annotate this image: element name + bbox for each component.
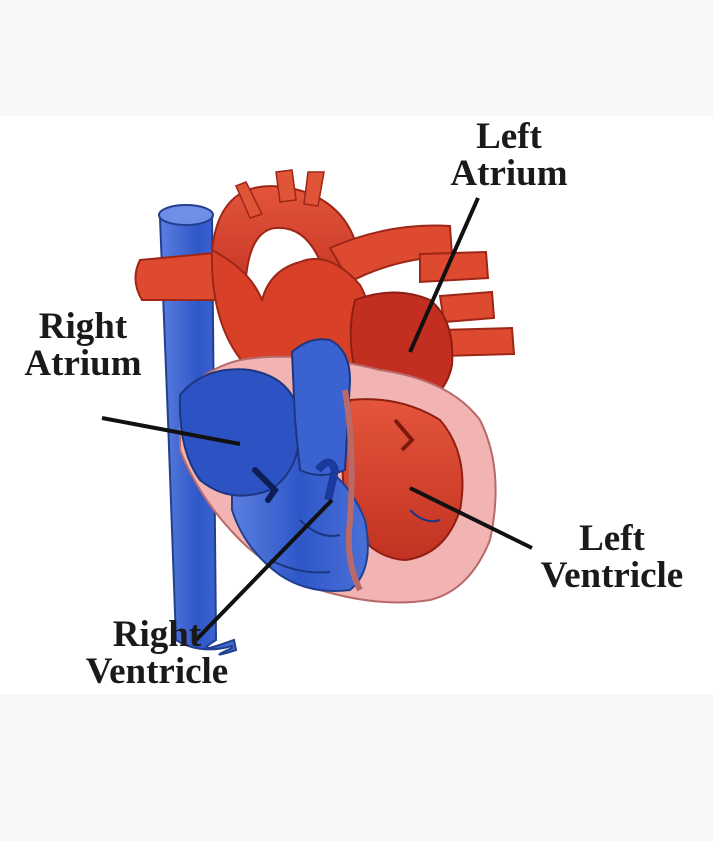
leader-line-left-atrium <box>408 197 480 353</box>
tricuspid-valve <box>252 467 279 503</box>
right-atrium-chamber <box>178 368 302 497</box>
pulmonary-artery-left <box>134 250 230 301</box>
aorta-branch-3 <box>303 171 325 207</box>
blood-flow-arrow <box>314 458 340 501</box>
label-left-ventricle: Left Ventricle <box>522 520 702 594</box>
aorta-branch-2 <box>275 169 297 203</box>
pulmonary-vein-1 <box>328 224 454 284</box>
bottom-margin <box>0 694 713 841</box>
label-right-atrium-line1: Right <box>38 306 128 347</box>
mitral-valve <box>393 418 415 452</box>
label-left-ventricle-line2: Ventricle <box>540 555 684 596</box>
label-left-atrium-line1: Left <box>476 116 542 157</box>
aorta-branch-1 <box>235 181 264 219</box>
vena-cava-opening <box>158 204 214 226</box>
top-margin <box>0 0 713 116</box>
pulmonary-artery-trunk <box>290 338 352 476</box>
label-right-ventricle-line1: Right <box>112 614 202 655</box>
label-left-atrium: Left Atrium <box>434 118 584 192</box>
label-left-atrium-line2: Atrium <box>450 153 568 194</box>
wall-texture <box>269 509 441 574</box>
label-right-atrium-line2: Atrium <box>24 343 142 384</box>
pulmonary-vein-2 <box>419 250 490 284</box>
septum <box>342 389 363 592</box>
leader-line-right-ventricle <box>194 498 334 642</box>
leader-line-right-atrium <box>101 416 241 446</box>
leader-line-left-ventricle <box>409 486 533 550</box>
label-right-ventricle-line2: Ventricle <box>85 651 229 692</box>
label-right-atrium: Right Atrium <box>8 308 158 382</box>
label-left-ventricle-line1: Left <box>579 518 645 559</box>
label-right-ventricle: Right Ventricle <box>62 616 252 690</box>
